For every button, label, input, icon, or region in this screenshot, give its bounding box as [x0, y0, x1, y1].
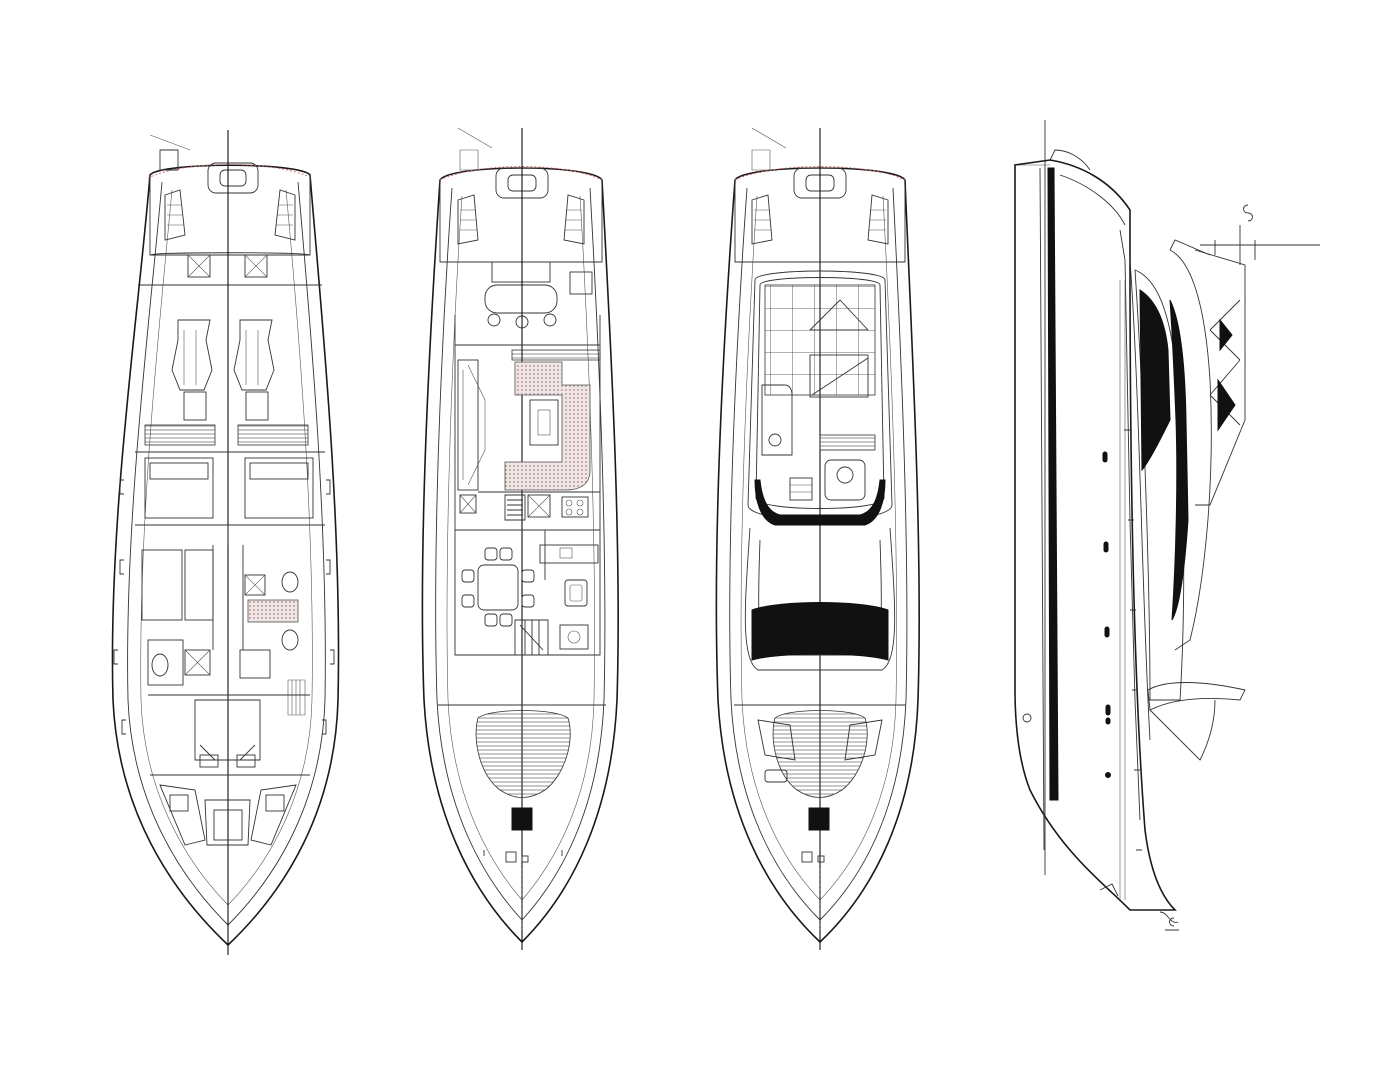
profile-mast	[1200, 225, 1320, 265]
profile-hull-outline	[1014, 159, 1177, 911]
main-deck-galley-dining	[454, 530, 601, 656]
lower-deck-stern-steps	[164, 189, 296, 241]
main-deck-stern-steps	[457, 194, 585, 245]
lower-deck-forward-cabin	[148, 694, 310, 846]
main-deck-aft-dining	[484, 261, 593, 329]
flybridge-stern-rail	[734, 166, 906, 181]
flybridge-helm-console	[819, 434, 876, 451]
flybridge-aft-sofa	[754, 479, 886, 526]
main-deck-anchor-hatch	[511, 807, 533, 831]
main-deck-stern-rail	[439, 166, 603, 181]
flybridge-anchor-hatch	[808, 807, 830, 831]
profile-superstructure	[1134, 269, 1185, 701]
profile-bow-anchor	[1159, 911, 1179, 931]
profile-portholes	[1022, 451, 1111, 778]
lower-deck-plan	[111, 130, 340, 955]
flybridge-fore-sunpad	[751, 602, 889, 661]
main-deck-plan	[421, 127, 619, 950]
flybridge-bimini-frame	[764, 284, 876, 396]
profile-stern-tender	[1147, 682, 1246, 711]
flybridge-plan	[715, 127, 920, 950]
main-deck-salon	[454, 315, 601, 531]
starboard-engine	[233, 319, 275, 391]
flybridge-foredeck-sunpad	[772, 710, 868, 798]
profile-radar-arch	[1194, 249, 1246, 506]
lower-deck-engine-room	[138, 254, 322, 446]
profile-windshield	[1139, 289, 1171, 472]
port-engine	[171, 319, 213, 391]
flybridge-stern-steps	[751, 194, 889, 245]
lower-deck-hull-outline	[111, 164, 340, 947]
main-deck-foredeck-sunpad	[475, 710, 571, 798]
lower-deck-guest-cabins	[141, 545, 306, 716]
profile-sheer-stripe	[1047, 167, 1059, 801]
side-profile	[1014, 120, 1320, 931]
lower-deck-stern-rail	[147, 164, 313, 179]
profile-flybridge	[1169, 249, 1212, 651]
flybridge-coachroof	[744, 527, 896, 671]
lower-deck-aft-cabins	[135, 457, 325, 545]
lower-deck-hull-inner	[127, 181, 326, 926]
lower-deck-tender	[207, 162, 259, 194]
